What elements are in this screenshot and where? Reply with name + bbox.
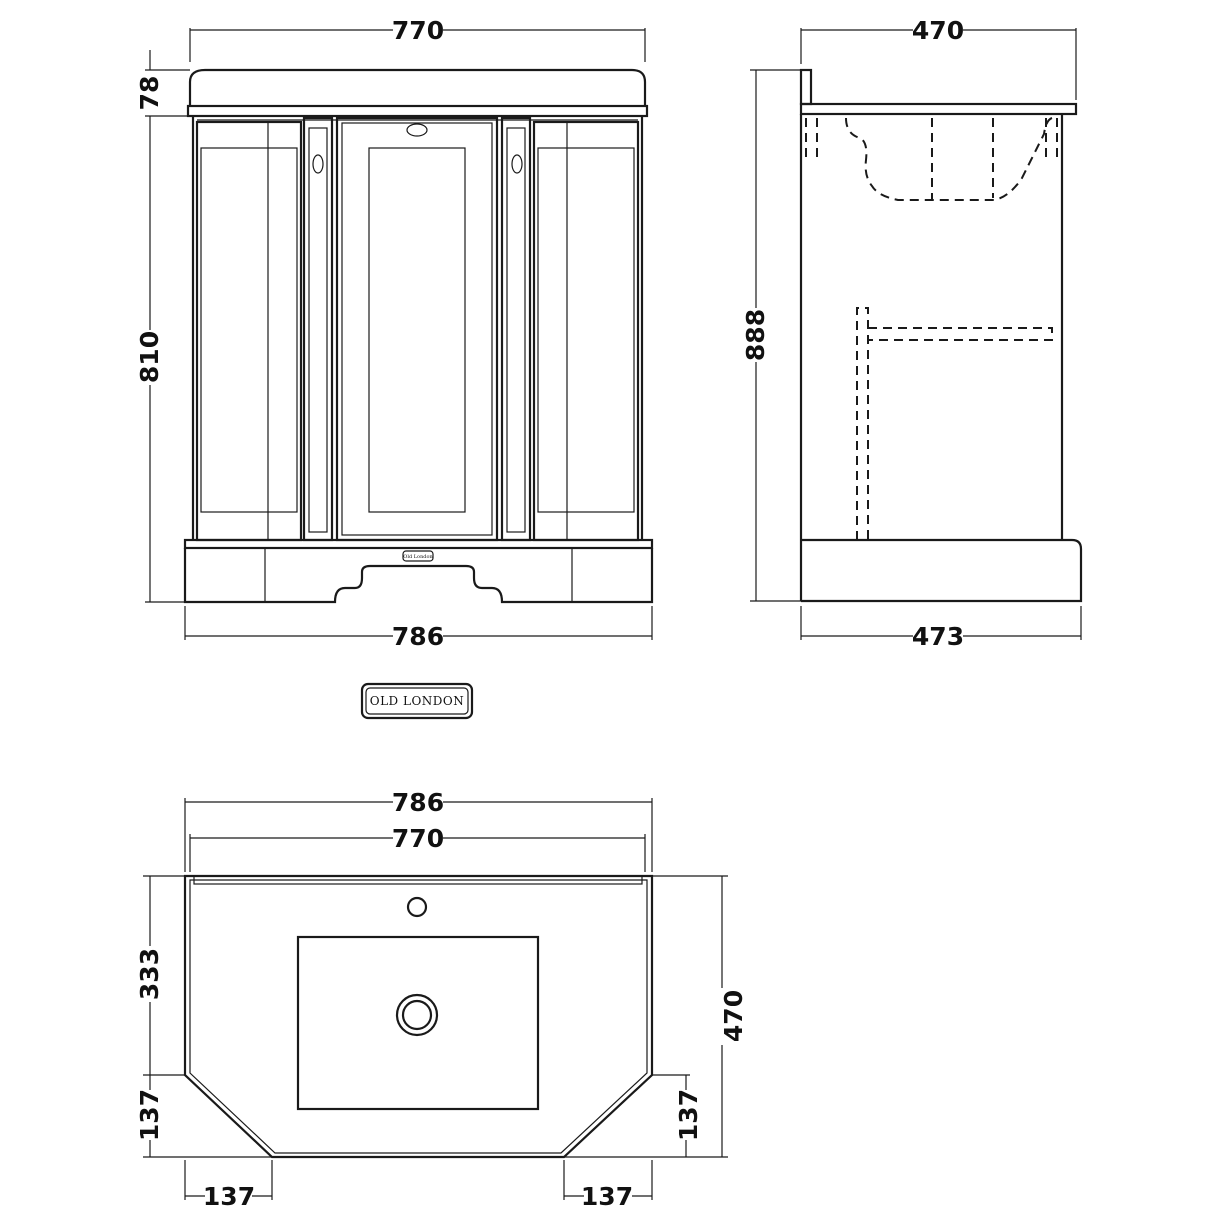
dim-plan-bottom: 137 137 (184, 1160, 653, 1211)
front-top-width-label: 770 (392, 16, 444, 45)
front-view: 770 78 810 (135, 16, 654, 651)
dim-front-heights: 78 810 (135, 50, 190, 603)
plan-right-chamfer-width-label: 137 (581, 1182, 633, 1211)
side-height-label: 888 (741, 309, 770, 361)
front-base-width-label: 786 (392, 622, 444, 651)
dim-side-height: 888 (741, 69, 801, 602)
dim-front-top-width: 770 (189, 16, 646, 62)
waste-outer (395, 993, 439, 1037)
plinth-badge: Old London (402, 550, 434, 562)
plinth-badge-text: Old London (403, 554, 433, 560)
tap-hole (406, 896, 428, 918)
dim-plan-inner-width: 770 (189, 824, 646, 872)
brand-logo-text: OLD LONDON (370, 694, 465, 708)
side-base-depth-label: 473 (912, 622, 964, 651)
side-top-depth-label: 470 (912, 16, 964, 45)
plan-left-chamfer-width-label: 137 (203, 1182, 255, 1211)
plan-inner-width-label: 770 (392, 824, 444, 853)
dim-plan-left: 333 137 (135, 875, 272, 1158)
plan-view: 786 770 333 137 (135, 788, 748, 1211)
dim-side-top-depth: 470 (800, 16, 1077, 100)
waste-inner (401, 999, 433, 1031)
front-body-height-label: 810 (135, 331, 164, 383)
front-top-height-label: 78 (135, 76, 164, 111)
plan-front-depth-label: 333 (135, 948, 164, 1000)
dim-front-base-width: 786 (184, 606, 653, 651)
brand-logo: OLD LONDON (360, 682, 474, 720)
dim-plan-outer-width: 786 (184, 788, 653, 872)
dim-plan-right: 470 137 (564, 875, 748, 1158)
plan-left-chamfer-depth-label: 137 (135, 1089, 164, 1141)
plan-right-chamfer-depth-label: 137 (674, 1089, 703, 1141)
dim-side-base-depth: 473 (800, 606, 1082, 651)
plan-outer-width-label: 786 (392, 788, 444, 817)
side-view: 470 888 (741, 16, 1083, 651)
plan-total-depth-label: 470 (719, 990, 748, 1042)
bowl-outline (296, 935, 540, 1111)
